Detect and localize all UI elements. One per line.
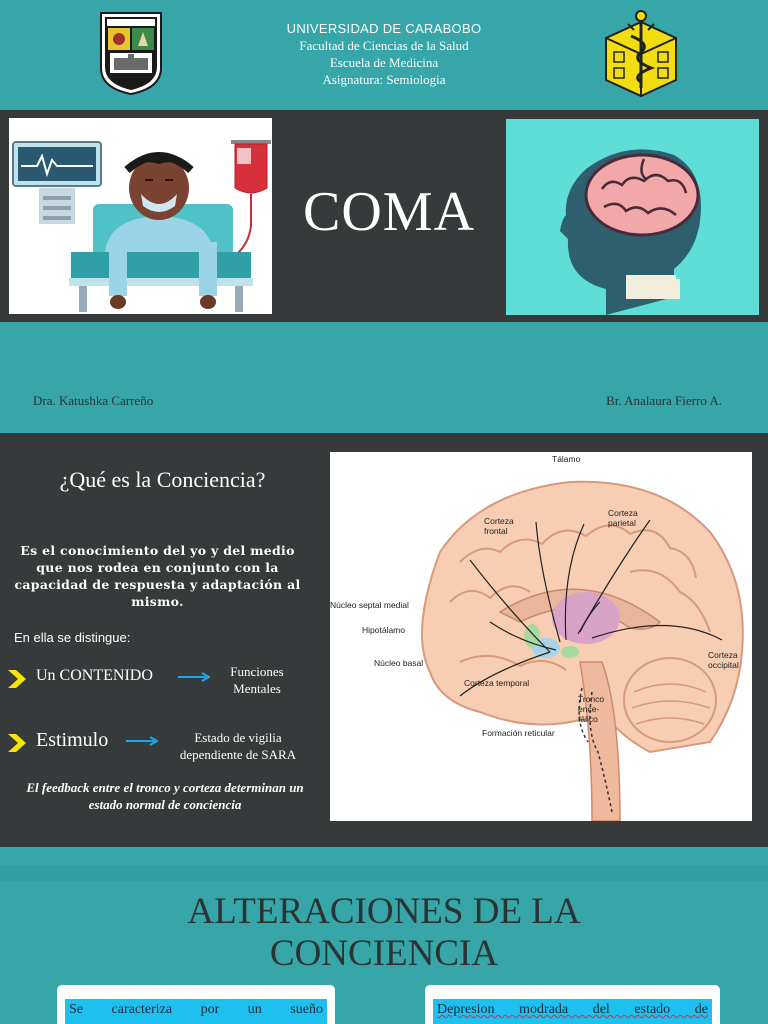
- school-name: Escuela de Medicina: [329, 55, 439, 70]
- patient-bed-icon: [9, 118, 272, 314]
- consciousness-section: ¿Qué es la Conciencia? Es el conocimient…: [0, 433, 768, 847]
- content-desc: Funciones Mentales: [230, 664, 284, 696]
- label-talamo: Tálamo: [552, 454, 581, 464]
- alteraciones-title: ALTERACIONES DE LA CONCIENCIA: [187, 891, 581, 974]
- chevron-right-icon: [8, 734, 26, 752]
- label-formacion-reticular: Formación reticular: [482, 728, 555, 738]
- author-teacher: Dra. Katushka Carreño: [33, 393, 154, 408]
- header: UNIVERSIDAD DE CARABOBO Facultad de Cien…: [0, 0, 768, 110]
- alteration-card-1: Se caracteriza por un sueño: [57, 985, 335, 1024]
- brain-diagram: Tálamo Corteza frontal Corteza parietal …: [330, 452, 752, 821]
- head-brain-icon: [506, 119, 759, 315]
- author-student: Br. Analaura Fierro A.: [606, 393, 722, 408]
- label-corteza-parietal: Corteza parietal: [608, 508, 638, 528]
- presentation-title: COMA: [302, 181, 476, 243]
- consciousness-intro: En ella se distingue:: [14, 630, 131, 645]
- stimulus-row: Estimulo Estado de vigilia dependiente d…: [0, 725, 320, 765]
- label-corteza-temporal: Corteza temporal: [464, 678, 530, 688]
- separator-stripe-2: [0, 865, 768, 881]
- university-name: UNIVERSIDAD DE CARABOBO: [286, 21, 482, 36]
- alteraciones-section: ALTERACIONES DE LA CONCIENCIA Se caracte…: [0, 881, 768, 1024]
- alteration-card-2: Depresion modrada del estado de: [425, 985, 720, 1024]
- label-hipotalamo: Hipotálamo: [362, 625, 405, 635]
- subject-name: Asignatura: Semiologia: [322, 72, 446, 87]
- separator-stripe: [0, 847, 768, 865]
- university-seal-icon: [100, 12, 162, 96]
- content-label: Un CONTENIDO: [36, 667, 153, 684]
- feedback-note: El feedback entre el tronco y corteza de…: [26, 780, 304, 812]
- arrow-right-icon: [178, 672, 210, 682]
- card-1-text: Se caracteriza por un sueño: [65, 999, 327, 1024]
- title-band: COMA: [0, 110, 768, 322]
- card-2-text: Depresion modrada del estado de: [433, 999, 712, 1024]
- label-corteza-occipital: Corteza occipital: [708, 650, 739, 670]
- medicine-school-logo-icon: [605, 10, 677, 98]
- arrow-right-icon: [126, 736, 158, 746]
- university-info: UNIVERSIDAD DE CARABOBO Facultad de Cien…: [200, 20, 568, 88]
- consciousness-definition: Es el conocimiento del yo y del medio qu…: [14, 543, 301, 609]
- brain-sagittal-icon: [330, 452, 752, 821]
- content-row: Un CONTENIDO Funciones Mentales: [0, 661, 320, 701]
- stimulus-desc: Estado de vigilia dependiente de SARA: [179, 730, 297, 762]
- label-corteza-frontal: Corteza frontal: [484, 516, 514, 536]
- chevron-right-icon: [8, 670, 26, 688]
- authors-band: Dra. Katushka Carreño Br. Analaura Fierr…: [0, 322, 768, 432]
- stimulus-label: Estimulo: [36, 729, 109, 751]
- consciousness-question: ¿Qué es la Conciencia?: [59, 467, 266, 492]
- head-brain-illustration: [506, 119, 759, 315]
- patient-illustration: [9, 118, 272, 314]
- label-tronco-encefalico: Tronco ence- fálico: [578, 694, 605, 724]
- label-nucleo-basal: Núcleo basal: [374, 658, 424, 668]
- faculty-name: Facultad de Ciencias de la Salud: [299, 38, 469, 53]
- label-nucleo-septal: Núcleo septal medial: [330, 600, 409, 610]
